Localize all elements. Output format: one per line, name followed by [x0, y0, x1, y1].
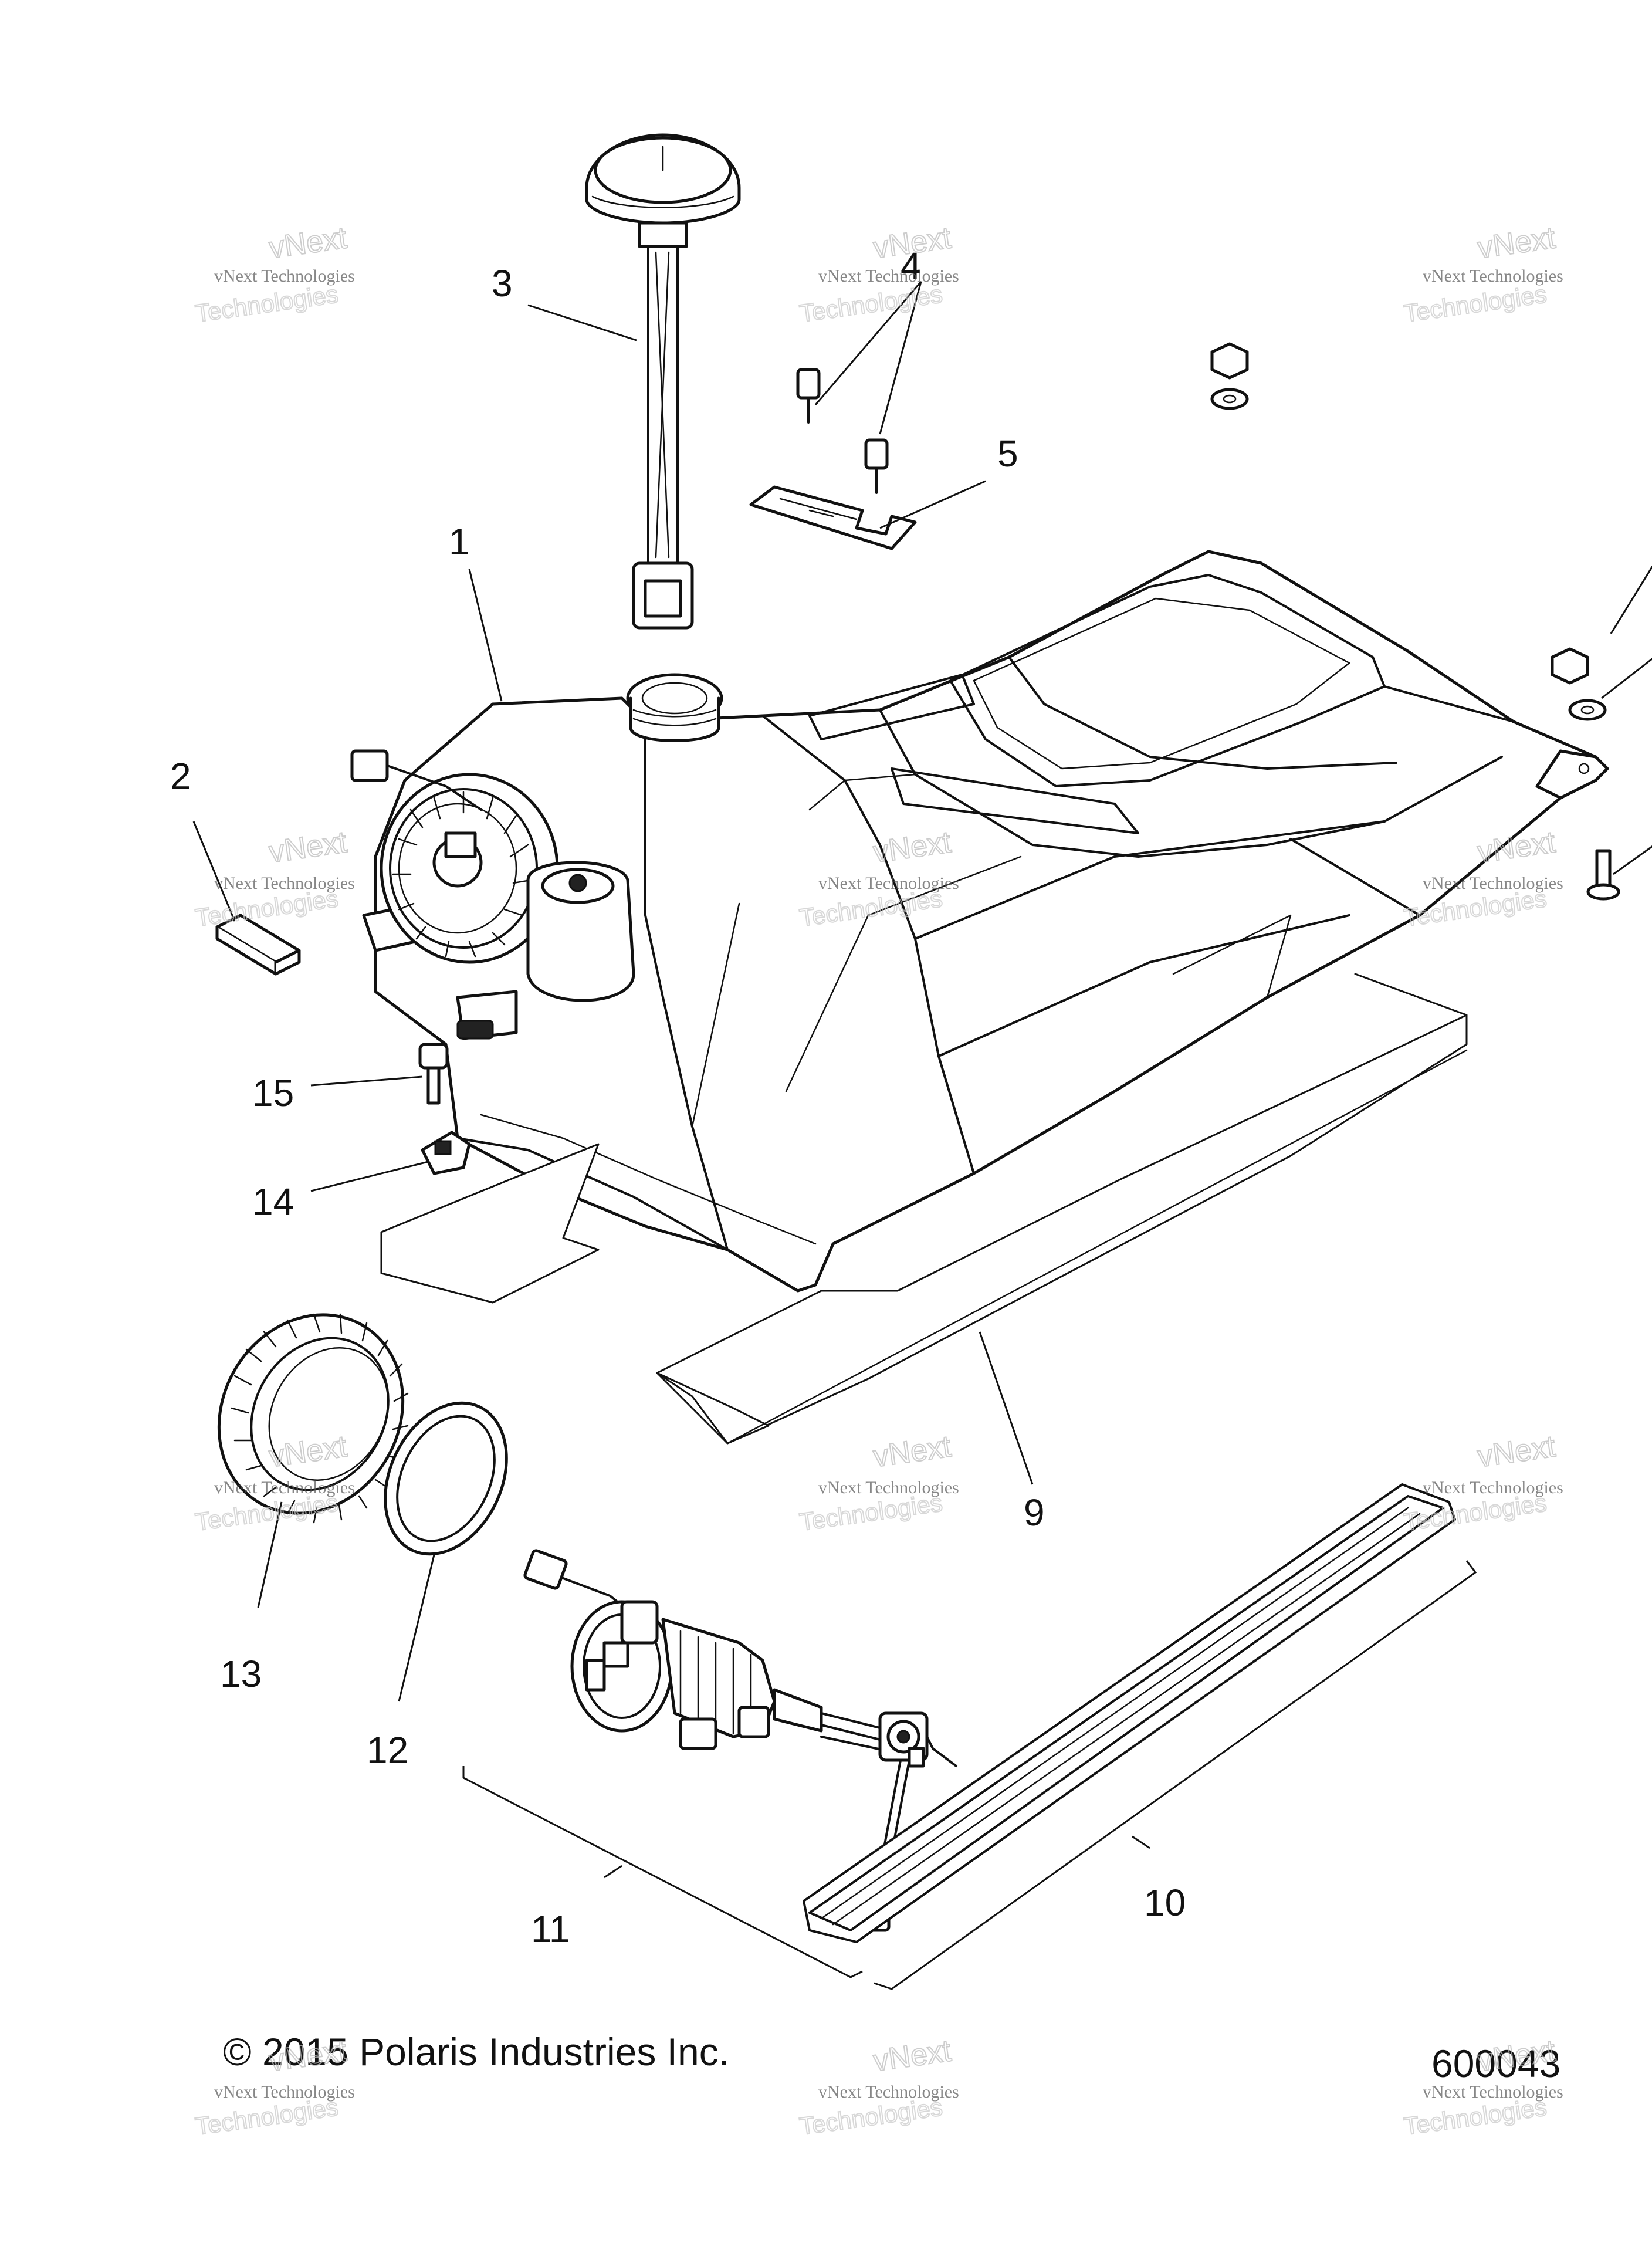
part-15-bolt [418, 1043, 449, 1105]
callout-4: 4 [901, 245, 922, 287]
leader-lines [192, 281, 1652, 1990]
watermark-text: vNext Technologies [818, 1478, 959, 1497]
watermark-text: vNext Technologies [818, 874, 959, 893]
callout-13: 13 [220, 1653, 262, 1695]
callout-11: 11 [531, 1908, 570, 1950]
part-4-bolts [796, 368, 889, 494]
callout-15: 15 [252, 1072, 294, 1114]
watermark-technologies: Technologies [1402, 280, 1548, 327]
watermark-text: vNext Technologies [214, 266, 355, 286]
figure-number: 600043 [1431, 2042, 1560, 2085]
watermark-text: vNext Technologies [1423, 1478, 1563, 1497]
callout-2: 2 [170, 755, 191, 797]
copyright-notice: © 2015 Polaris Industries Inc. [223, 2030, 729, 2073]
watermark-vnext: vNext [871, 1429, 953, 1474]
callout-5: 5 [997, 432, 1018, 475]
watermark-text: vNext Technologies [818, 266, 959, 286]
watermark-vnext: vNext [871, 2034, 953, 2078]
part-1-fuel-tank [350, 550, 1609, 1293]
callout-10: 10 [1144, 1882, 1186, 1924]
callout-9: 9 [1024, 1491, 1045, 1534]
part-5-bracket [749, 485, 917, 550]
watermark-technologies: Technologies [194, 280, 340, 327]
watermark-vnext: vNext [267, 825, 349, 870]
watermark-text: vNext Technologies [1423, 2082, 1563, 2102]
part-9-heat-shields [380, 973, 1468, 1445]
part-3-fuel-gauge-cap [585, 133, 741, 630]
watermark-text: vNext Technologies [818, 2082, 959, 2102]
watermark-technologies: Technologies [798, 280, 944, 327]
watermark-text: vNext Technologies [214, 2082, 355, 2102]
watermark-text: vNext Technologies [214, 1478, 355, 1497]
part-11-fuel-pump [523, 1549, 957, 1932]
watermark-text: vNext Technologies [1423, 266, 1563, 286]
callout-1: 1 [449, 520, 470, 563]
part-2-foam-strip [215, 914, 301, 976]
watermark-vnext: vNext [871, 221, 953, 265]
watermark-vnext: vNext [267, 221, 349, 265]
callout-3: 3 [492, 262, 513, 305]
part-13-lock-ring [217, 1313, 409, 1524]
callout-labels: 1 2 3 4 5 9 10 11 12 13 14 15 [170, 245, 1186, 1950]
tank-hardware-nuts-washers [1210, 342, 1620, 901]
watermark-text: vNext Technologies [214, 874, 355, 893]
part-12-gasket [384, 1401, 508, 1556]
part-14-clip [421, 1131, 471, 1175]
part-10-pad-strip [803, 1483, 1456, 1943]
watermark-vnext: vNext [1475, 221, 1558, 265]
watermark-vnext: vNext [1475, 1429, 1558, 1474]
watermark-text: vNext Technologies [1423, 874, 1563, 893]
callout-12: 12 [367, 1729, 408, 1771]
callout-14: 14 [252, 1180, 294, 1223]
